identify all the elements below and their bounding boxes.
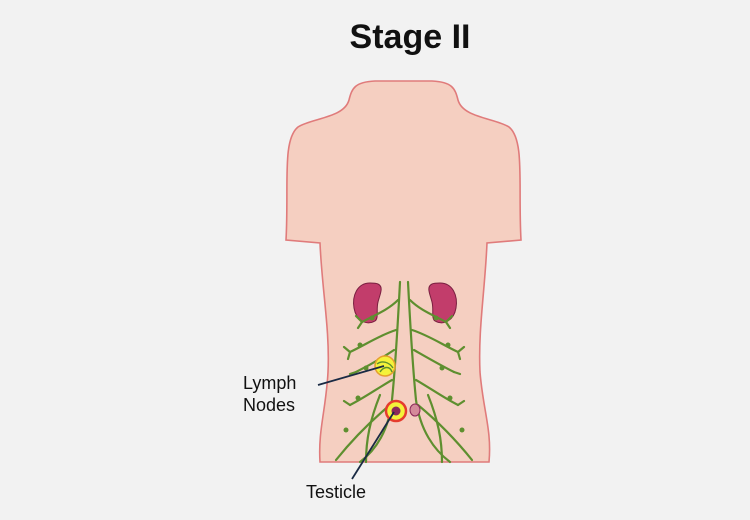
lymph-leader-line <box>317 365 385 386</box>
diagram-title: Stage II <box>349 18 471 56</box>
kidney-right <box>428 282 457 324</box>
normal-testicle <box>409 403 421 417</box>
lymphatic-network <box>334 280 474 464</box>
testicle-label: Testicle <box>306 482 367 502</box>
torso-silhouette <box>285 80 522 463</box>
lymph-nodes-label: Lymph Nodes <box>243 373 297 415</box>
testicle-leader-line <box>351 411 395 480</box>
lymph-node-dots <box>343 315 465 433</box>
